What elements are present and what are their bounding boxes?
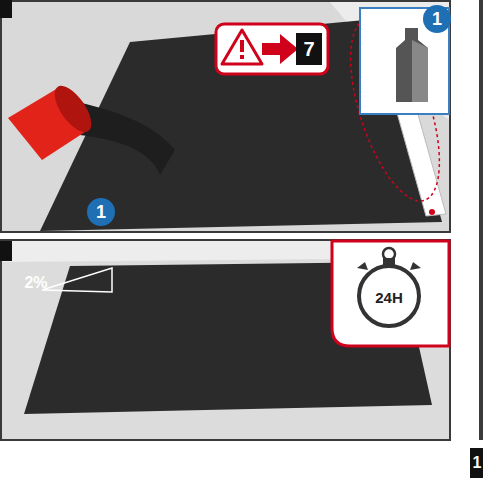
callout-number: 7 [303, 39, 314, 59]
callout-number: 1 [432, 10, 442, 28]
slope-value: 2% [24, 275, 47, 291]
callout-number: 1 [96, 203, 106, 221]
step-number: 1 [473, 455, 482, 471]
drying-time: 24H [375, 290, 403, 305]
